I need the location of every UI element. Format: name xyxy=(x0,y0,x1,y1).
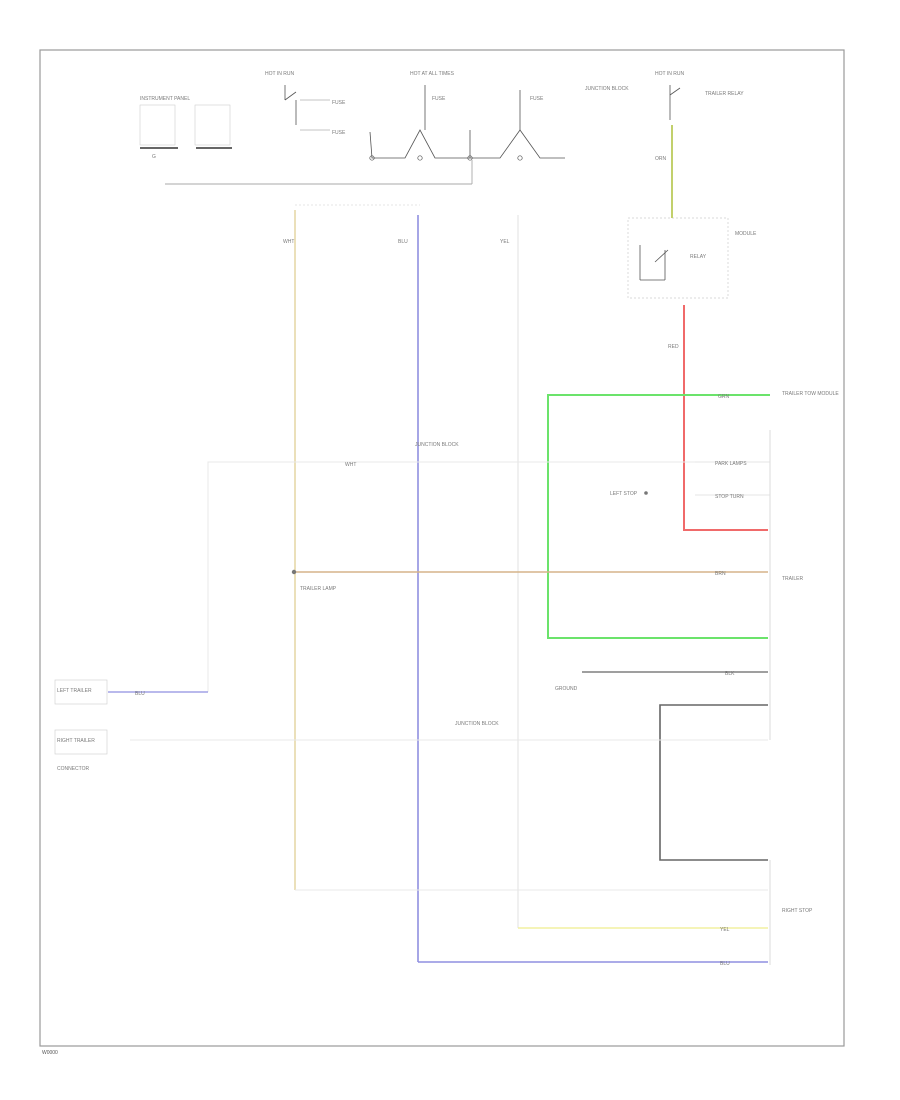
top-component-row: INSTRUMENT PANEL G HOT IN RUN FUSE FUSE … xyxy=(139,71,744,185)
label-wire-wht-mid: WHT xyxy=(345,462,356,468)
label-left-stop: LEFT STOP xyxy=(610,491,638,497)
label-relay: RELAY xyxy=(690,254,707,260)
label-fuse-2: FUSE xyxy=(332,130,346,136)
label-wire-blu-left: BLU xyxy=(135,691,145,697)
label-stop-turn: STOP TURN xyxy=(715,494,744,500)
label-wire-grn: GRN xyxy=(718,394,730,400)
label-wire-blu: BLU xyxy=(398,239,408,245)
controller-box-2 xyxy=(194,104,231,146)
wire-red xyxy=(683,305,768,531)
connector-column-upper: PARK LAMPS STOP TURN TRAILER LEFT STOP xyxy=(610,430,804,740)
label-right-stop: RIGHT STOP xyxy=(782,908,813,914)
trailer-relay-box: RELAY MODULE xyxy=(627,217,757,299)
label-right-trailer: RIGHT TRAILER xyxy=(57,738,95,744)
label-trailer-relay-top: TRAILER RELAY xyxy=(705,91,744,97)
label-connector-trailer: TRAILER xyxy=(782,576,804,582)
label-wire-yel-low: YEL xyxy=(720,927,730,933)
label-hot-in-run-3: HOT IN RUN xyxy=(655,71,684,77)
label-fuse-4: FUSE xyxy=(530,96,544,102)
label-hot-in-run-1: HOT IN RUN xyxy=(265,71,294,77)
label-trailer-tow-module: TRAILER TOW MODULE xyxy=(782,391,839,397)
diagram-frame xyxy=(39,49,845,1047)
label-instrument-panel: INSTRUMENT PANEL xyxy=(140,96,190,102)
label-wire-brn: BRN xyxy=(715,571,726,577)
label-wire-wht: WHT xyxy=(283,239,294,245)
label-junction-low: JUNCTION BLOCK xyxy=(455,721,499,727)
footer-page-id: W0000 xyxy=(42,1050,58,1056)
wire-gray-horizontal-top xyxy=(207,461,695,692)
label-junction-block: JUNCTION BLOCK xyxy=(585,86,629,92)
label-wire-orn: ORN xyxy=(655,156,667,162)
wire-green xyxy=(547,394,770,639)
label-wire-blu-low: BLU xyxy=(720,961,730,967)
label-junction-mid: JUNCTION BLOCK xyxy=(415,442,459,448)
left-trailer-connectors: LEFT TRAILER RIGHT TRAILER BLU CONNECTOR xyxy=(54,679,208,772)
label-fuse-1: FUSE xyxy=(332,100,346,106)
label-module-top: MODULE xyxy=(735,231,757,237)
label-ground-point: GROUND xyxy=(555,686,578,692)
label-wire-yel: YEL xyxy=(500,239,510,245)
wire-black-loop xyxy=(659,704,768,861)
label-wire-blk: BLK xyxy=(725,671,735,677)
label-hot-at-all-times: HOT AT ALL TIMES xyxy=(410,71,455,77)
label-trailer-lamp: TRAILER LAMP xyxy=(300,586,337,592)
connector-column-lower: RIGHT STOP YEL BLU xyxy=(295,860,813,967)
label-ground: G xyxy=(152,154,156,160)
label-fuse-3: FUSE xyxy=(432,96,446,102)
label-left-trailer: LEFT TRAILER xyxy=(57,688,92,694)
label-park-lamps: PARK LAMPS xyxy=(715,461,747,467)
label-wire-red: RED xyxy=(668,344,679,350)
controller-box-1 xyxy=(139,104,176,146)
label-connector: CONNECTOR xyxy=(57,766,90,772)
